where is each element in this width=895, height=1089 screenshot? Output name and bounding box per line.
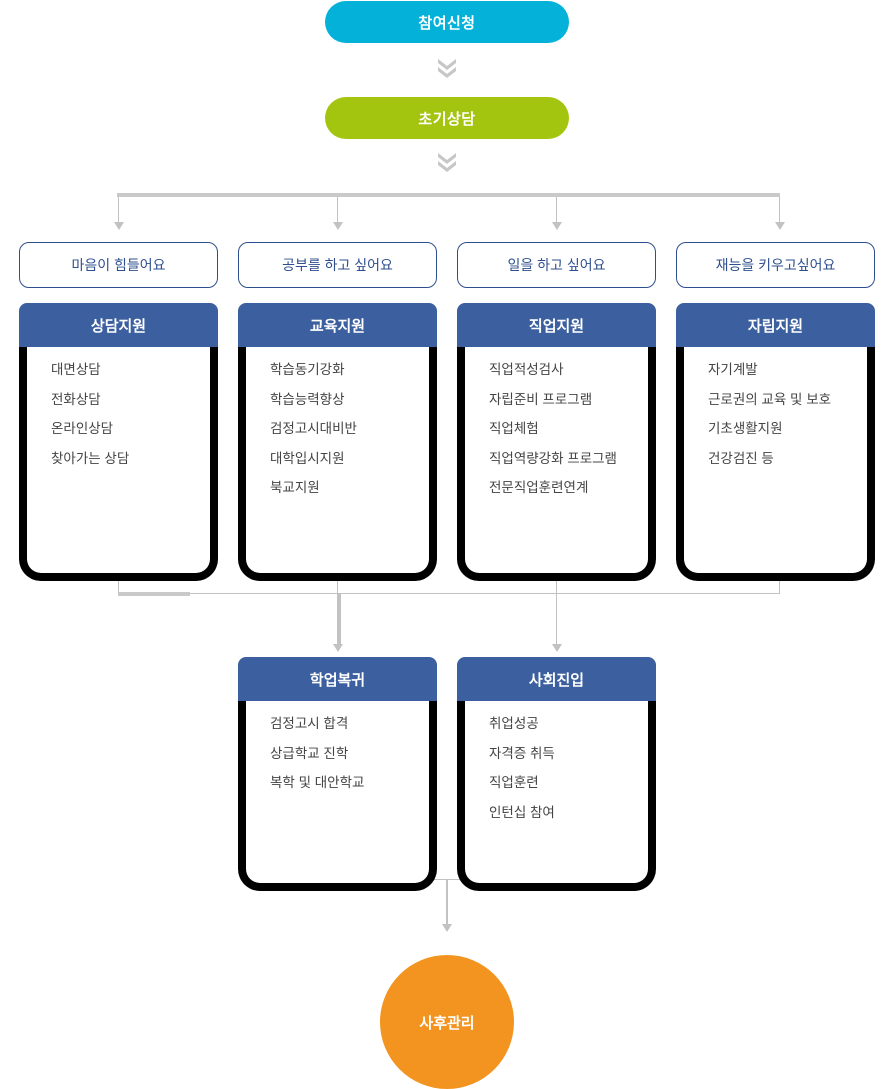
branch-bus-line — [117, 193, 780, 197]
step-participation-application[interactable]: 참여신청 — [325, 1, 569, 43]
step-followup-management[interactable]: 사후관리 — [380, 955, 514, 1089]
list-item: 복학 및 대안학교 — [270, 775, 365, 790]
list-item: 직업역량강화 프로그램 — [489, 450, 617, 466]
arrow-down-icon — [114, 222, 124, 230]
list-item: 직업적성검사 — [489, 362, 564, 377]
arrow-down-icon — [775, 222, 785, 230]
list-item: 전문직업훈련연계 — [489, 480, 589, 495]
outcome-return-to-school: 학업복귀 검정고시 합격 상급학교 진학 복학 및 대안학교 — [238, 657, 437, 891]
category-item-list: 자기계발 근로권의 교육 및 보호 기초생활지원 건강검진 등 — [676, 345, 875, 581]
card-stub-1 — [118, 575, 119, 593]
outcome-title: 학업복귀 — [238, 657, 437, 701]
category-title: 직업지원 — [457, 303, 656, 347]
list-item: 근로권의 교육 및 보호 — [708, 391, 832, 407]
list-item: 인턴십 참여 — [489, 804, 555, 820]
list-item: 검정고시대비반 — [270, 421, 357, 436]
category-independence-support: 자립지원 자기계발 근로권의 교육 및 보호 기초생활지원 건강검진 등 — [676, 303, 875, 581]
category-title: 상담지원 — [19, 303, 218, 347]
list-item: 자기계발 — [708, 362, 758, 377]
list-item: 자격증 취득 — [489, 745, 555, 761]
category-title: 교육지원 — [238, 303, 437, 347]
list-item: 건강검진 등 — [708, 450, 774, 466]
arrow-down-icon — [333, 644, 343, 652]
choice-study[interactable]: 공부를 하고 싶어요 — [238, 242, 437, 288]
list-item: 학습동기강화 — [270, 362, 345, 377]
category-job-support: 직업지원 직업적성검사 자립준비 프로그램 직업체험 직업역량강화 프로그램 전… — [457, 303, 656, 581]
merge-bus-line — [118, 593, 780, 594]
list-item: 기초생활지원 — [708, 421, 783, 436]
final-leg — [446, 879, 448, 926]
chevron-double-down-icon — [433, 56, 461, 80]
choice-talent[interactable]: 재능을 키우고싶어요 — [676, 242, 875, 288]
card-stub-4 — [779, 575, 780, 593]
card-stub-2 — [337, 575, 338, 593]
arrow-down-icon — [442, 924, 452, 932]
list-item: 찾아가는 상담 — [51, 450, 130, 466]
category-item-list: 학습동기강화 학습능력향상 검정고시대비반 대학입시지원 북교지원 — [238, 345, 437, 581]
list-item: 직업체험 — [489, 421, 539, 436]
list-item: 취업성공 — [489, 716, 539, 731]
choice-emotional[interactable]: 마음이 힘들어요 — [19, 242, 218, 288]
list-item: 자립준비 프로그램 — [489, 391, 593, 407]
card-stub-3 — [556, 575, 557, 593]
list-item: 검정고시 합격 — [270, 716, 349, 731]
list-item: 전화상담 — [51, 391, 101, 407]
choice-work[interactable]: 일을 하고 싶어요 — [457, 242, 656, 288]
branch-leg-1 — [118, 197, 119, 224]
arrow-down-icon — [333, 222, 343, 230]
chevron-double-down-icon — [433, 150, 461, 174]
list-item: 직업훈련 — [489, 775, 539, 790]
arrow-down-icon — [552, 222, 562, 230]
arrow-down-icon — [552, 644, 562, 652]
list-item: 대면상담 — [51, 362, 101, 377]
step-initial-counseling[interactable]: 초기상담 — [325, 97, 569, 139]
category-item-list: 대면상담 전화상담 온라인상담 찾아가는 상담 — [19, 345, 218, 581]
merge-leg-school — [337, 593, 341, 646]
outcome-item-list: 취업성공 자격증 취득 직업훈련 인턴십 참여 — [457, 699, 656, 891]
merge-bus-highlight — [118, 592, 190, 596]
category-education-support: 교육지원 학습동기강화 학습능력향상 검정고시대비반 대학입시지원 북교지원 — [238, 303, 437, 581]
list-item: 대학입시지원 — [270, 450, 345, 466]
branch-leg-4 — [779, 197, 780, 224]
branch-leg-2 — [337, 197, 338, 224]
list-item: 상급학교 진학 — [270, 745, 349, 761]
list-item: 학습능력향상 — [270, 391, 345, 407]
merge-leg-social — [556, 593, 557, 646]
outcome-social-entry: 사회진입 취업성공 자격증 취득 직업훈련 인턴십 참여 — [457, 657, 656, 891]
outcome-title: 사회진입 — [457, 657, 656, 701]
list-item: 북교지원 — [270, 480, 320, 495]
branch-leg-3 — [556, 197, 557, 224]
category-item-list: 직업적성검사 자립준비 프로그램 직업체험 직업역량강화 프로그램 전문직업훈련… — [457, 345, 656, 581]
outcome-item-list: 검정고시 합격 상급학교 진학 복학 및 대안학교 — [238, 699, 437, 891]
category-title: 자립지원 — [676, 303, 875, 347]
category-counsel-support: 상담지원 대면상담 전화상담 온라인상담 찾아가는 상담 — [19, 303, 218, 581]
list-item: 온라인상담 — [51, 421, 114, 436]
